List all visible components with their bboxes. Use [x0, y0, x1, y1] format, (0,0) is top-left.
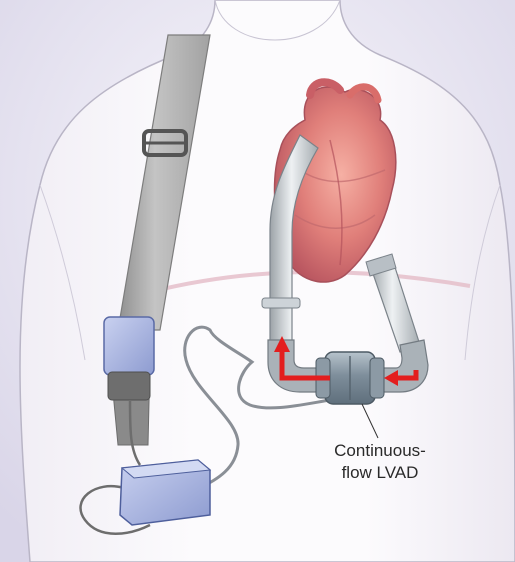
lvad-label-line2: flow LVAD: [300, 462, 460, 484]
lvad-label-line1: Continuous-: [300, 440, 460, 462]
battery-pack: [104, 317, 154, 400]
lvad-callout-label: Continuous- flow LVAD: [300, 440, 460, 484]
controller-unit: [120, 460, 210, 525]
